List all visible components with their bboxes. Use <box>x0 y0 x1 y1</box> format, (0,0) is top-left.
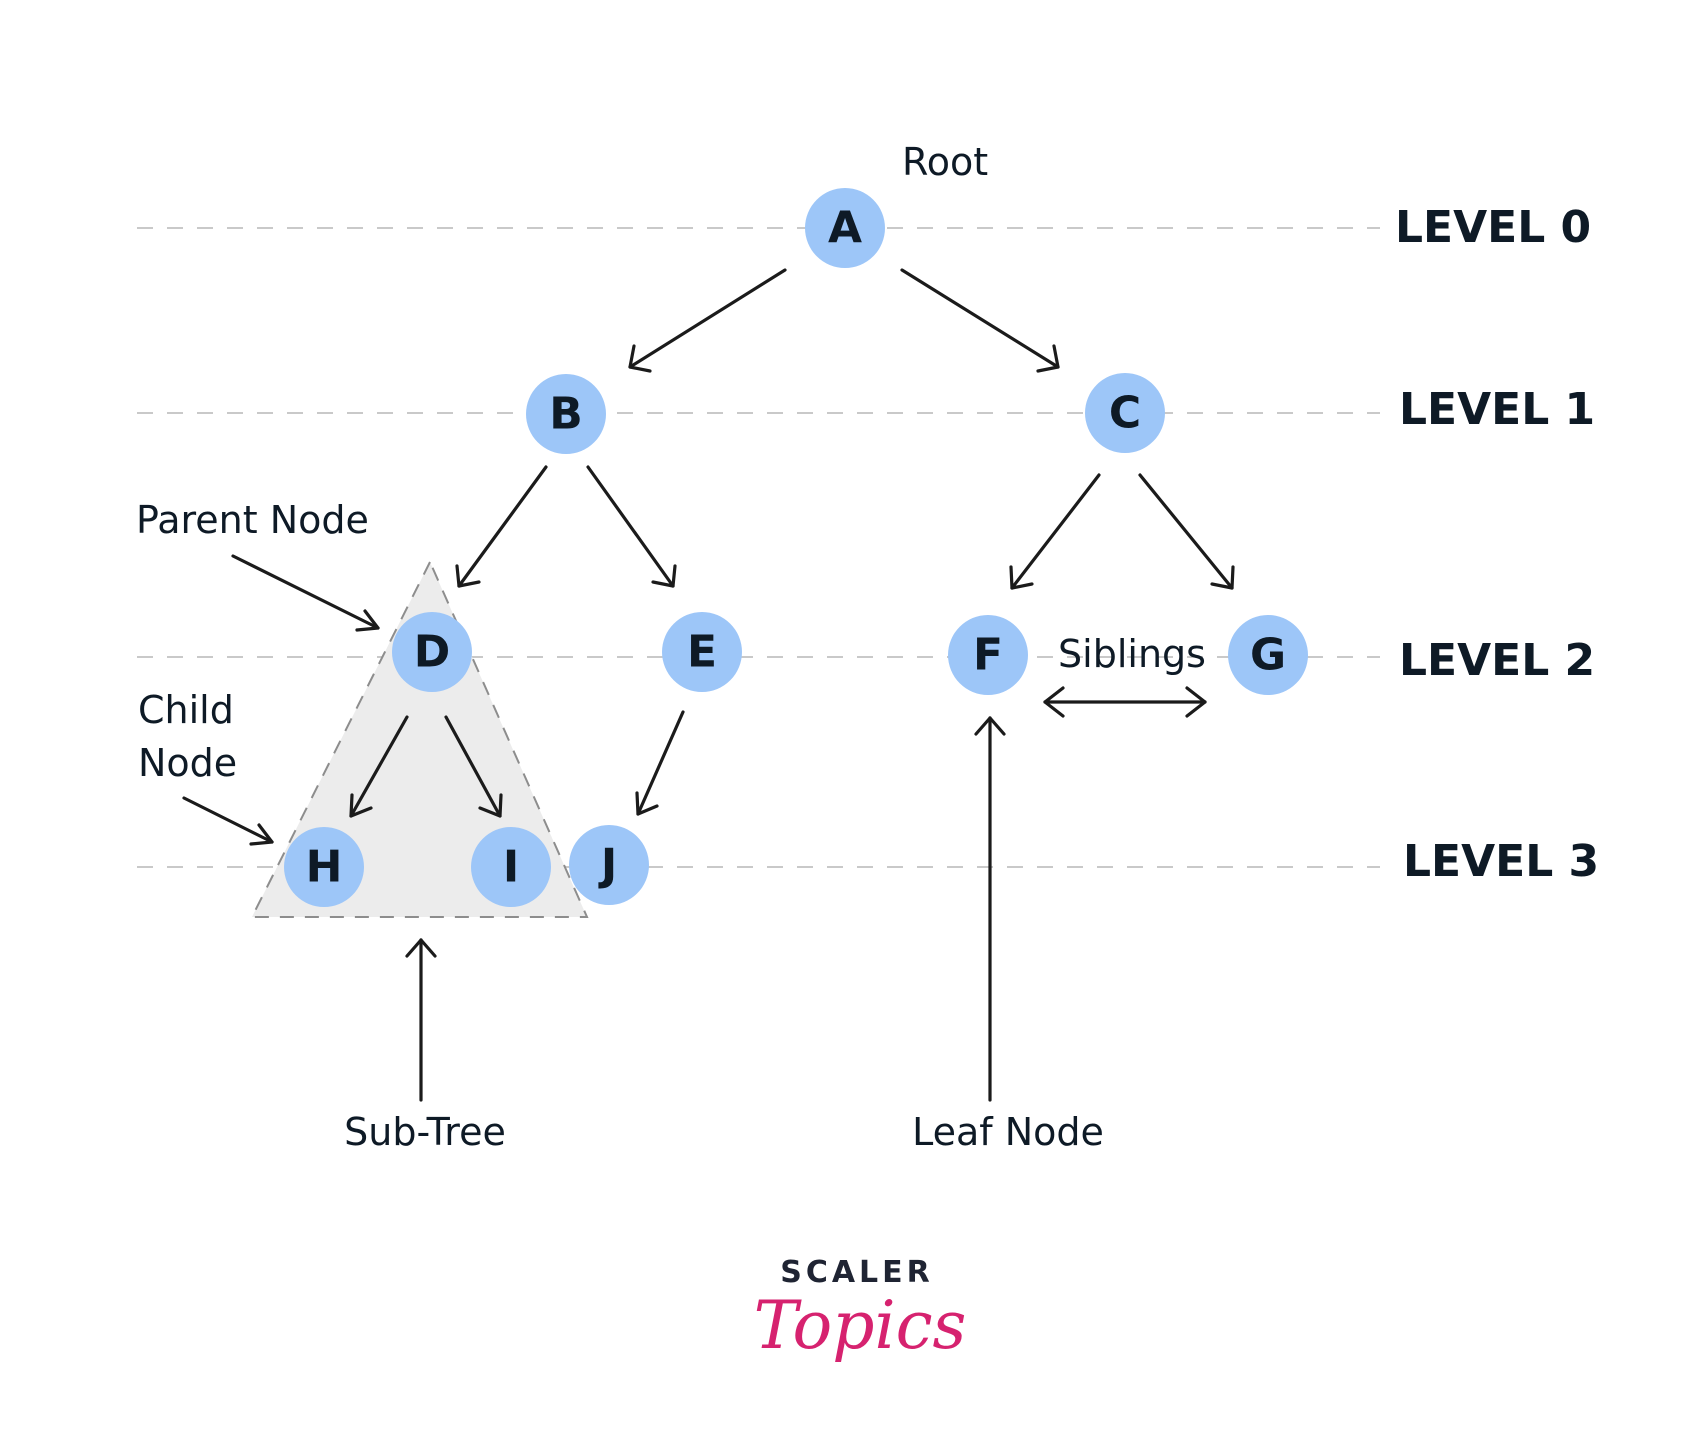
leaf-node-pointer-arrowhead <box>974 716 1006 736</box>
edge-d-i <box>444 715 502 818</box>
node-j-label: J <box>598 840 617 891</box>
node-c: C <box>1085 373 1165 453</box>
edge-d-i-arrowhead <box>478 793 503 818</box>
level-2-label: LEVEL 2 <box>1399 635 1595 686</box>
siblings-arrowhead-right <box>1185 686 1207 718</box>
edge-c-g-arrowhead <box>1210 565 1235 590</box>
tree-edges <box>349 268 1235 818</box>
node-j: J <box>569 825 649 905</box>
brand-top-text: SCALER <box>780 1255 934 1290</box>
edge-a-c-arrowhead <box>1036 344 1060 373</box>
child-node-pointer-arrowhead <box>249 823 274 846</box>
node-g-label: G <box>1250 630 1286 681</box>
edge-a-b-arrowhead <box>628 344 652 373</box>
scaler-topics-logo: SCALER Topics <box>754 1255 967 1364</box>
parent-node-pointer <box>231 554 380 630</box>
annotation-labels: Root Parent Node Child Node Siblings Sub… <box>136 140 1206 1154</box>
level-guides <box>137 227 1380 868</box>
node-h: H <box>284 827 364 907</box>
parent-node-pointer-arrowhead <box>355 609 380 632</box>
sub-tree-label: Sub-Tree <box>344 1110 506 1154</box>
node-i-label: I <box>503 842 519 893</box>
child-node-label-line2: Node <box>138 741 237 785</box>
edge-b-d-arrowhead <box>455 564 481 588</box>
edge-d-h <box>349 715 409 818</box>
node-i: I <box>471 827 551 907</box>
edge-c-f <box>1010 473 1101 590</box>
node-a-label: A <box>828 203 862 254</box>
edge-e-j-arrowhead <box>635 791 659 816</box>
node-h-label: H <box>306 842 343 893</box>
node-b-label: B <box>549 389 583 440</box>
level-1-label: LEVEL 1 <box>1399 384 1595 435</box>
edge-b-e-arrowhead <box>651 564 677 588</box>
siblings-arrowhead-left <box>1043 686 1065 718</box>
node-d: D <box>392 612 472 692</box>
node-g: G <box>1228 615 1308 695</box>
edge-e-j <box>636 710 685 816</box>
edge-a-b <box>628 268 787 369</box>
edge-c-g <box>1138 473 1234 590</box>
edge-a-c <box>900 268 1060 369</box>
siblings-label: Siblings <box>1058 632 1206 676</box>
root-label: Root <box>902 140 988 184</box>
level-3-label: LEVEL 3 <box>1403 836 1599 887</box>
brand-script-text: Topics <box>754 1287 967 1364</box>
sub-tree-pointer-arrowhead <box>405 938 437 958</box>
tree-nodes: A B C D E F G H <box>284 188 1308 907</box>
node-f: F <box>948 615 1028 695</box>
node-d-label: D <box>414 627 451 678</box>
edge-d-h-arrowhead <box>349 793 373 818</box>
edge-c-f-arrowhead <box>1009 565 1034 590</box>
annotation-arrows <box>182 554 1207 1102</box>
child-node-label-line1: Child <box>138 688 234 732</box>
edge-b-e <box>586 465 675 588</box>
child-node-pointer <box>182 796 274 844</box>
node-e-label: E <box>687 627 717 678</box>
node-e: E <box>662 612 742 692</box>
node-f-label: F <box>973 630 1003 681</box>
edge-b-d <box>457 465 548 588</box>
level-0-label: LEVEL 0 <box>1395 202 1591 253</box>
level-labels: LEVEL 0 LEVEL 1 LEVEL 2 LEVEL 3 <box>1395 202 1599 887</box>
node-c-label: C <box>1109 388 1141 439</box>
parent-node-label: Parent Node <box>136 498 369 542</box>
node-a: A <box>805 188 885 268</box>
node-b: B <box>526 374 606 454</box>
leaf-node-label: Leaf Node <box>912 1110 1104 1154</box>
